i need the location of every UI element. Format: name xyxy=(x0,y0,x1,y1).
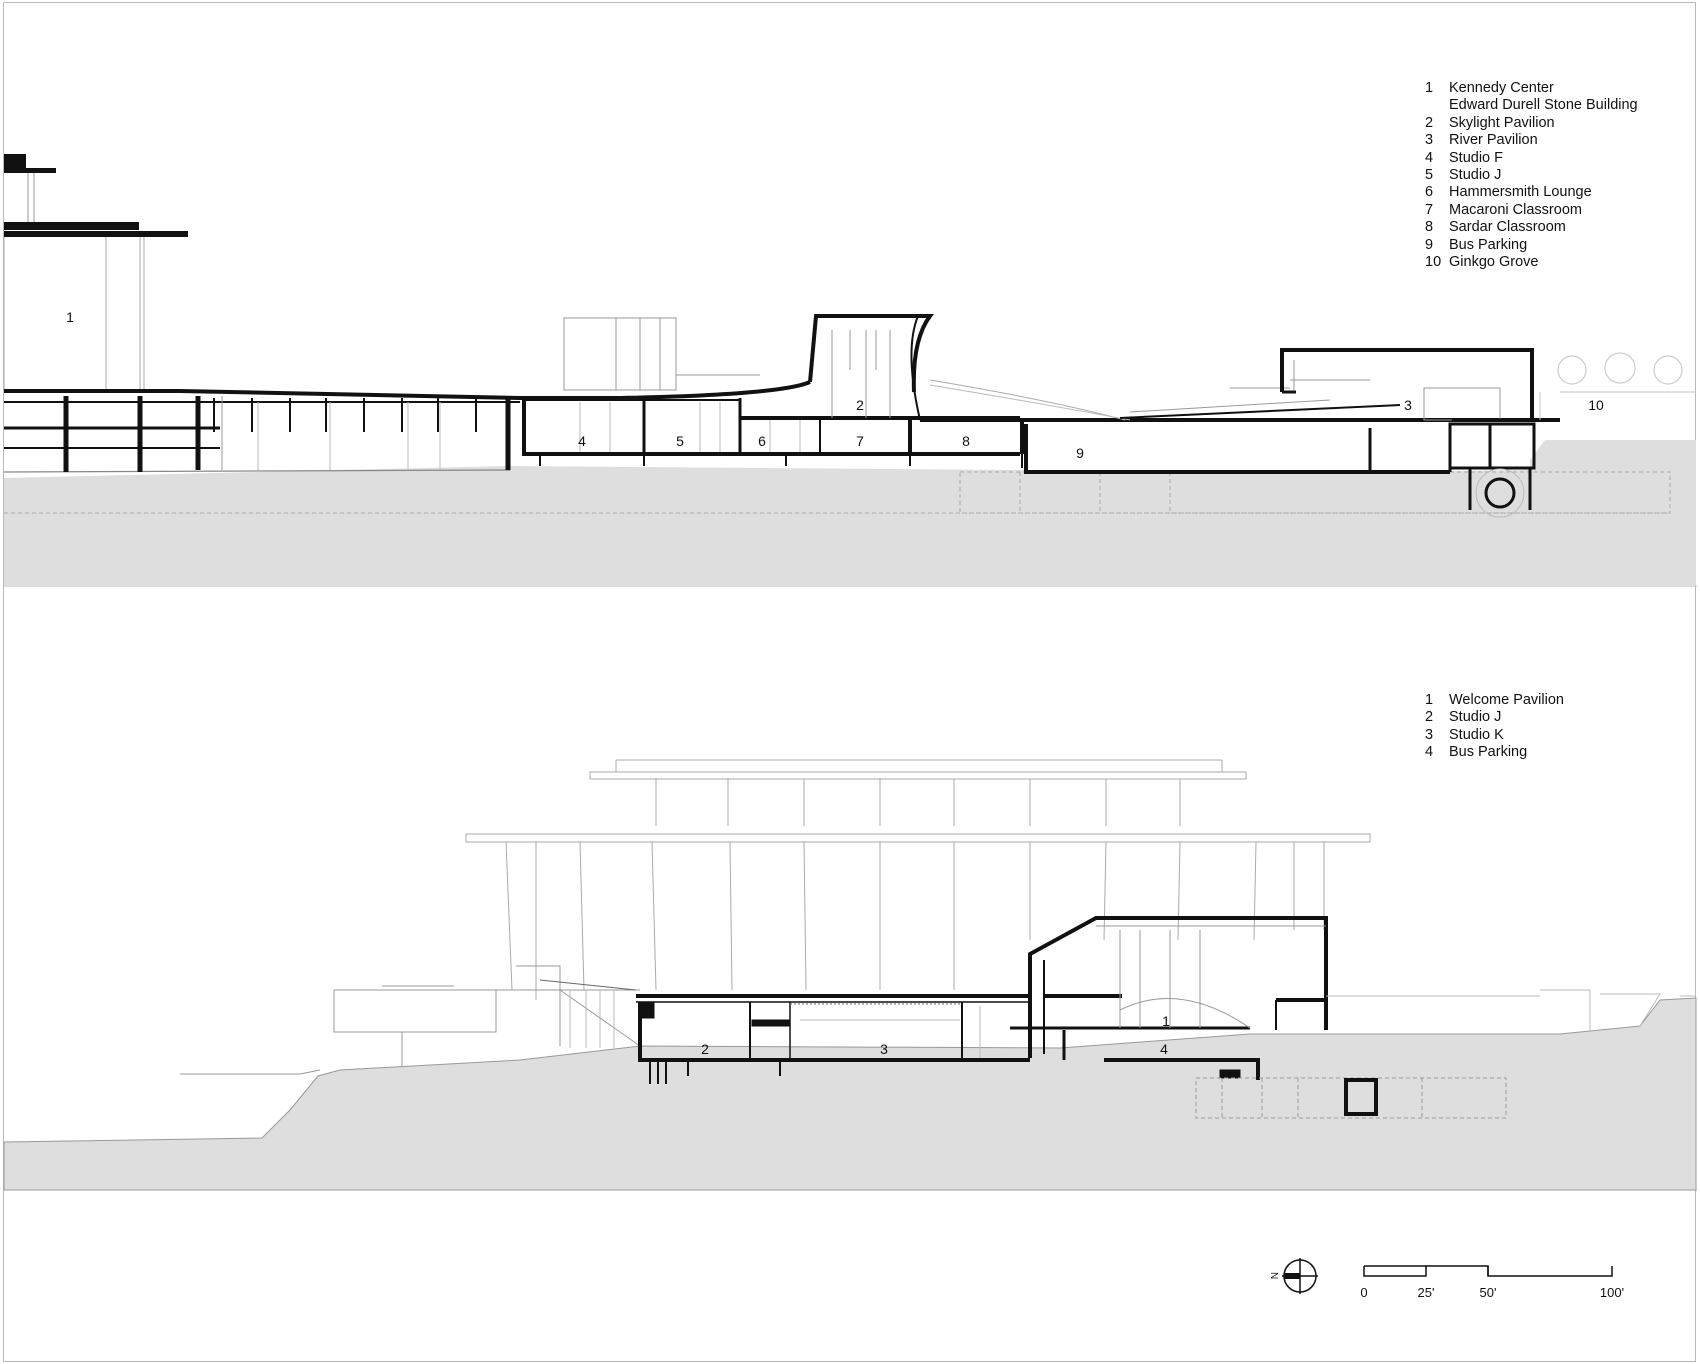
welcome-pavilion xyxy=(1010,916,1328,1080)
upper-tag-9: 9 xyxy=(1076,445,1084,461)
upper-ground-fill xyxy=(4,440,1696,585)
upper-tag-5: 5 xyxy=(676,433,684,449)
scale-tick-50: 50' xyxy=(1480,1285,1497,1300)
upper-tag-4: 4 xyxy=(578,433,586,449)
lower-ground-line xyxy=(180,1069,321,1075)
scale-bar-labels: 0 25' 50' 100' xyxy=(1360,1285,1624,1300)
lower-studios-block xyxy=(636,994,1030,1084)
scale-tick-0: 0 xyxy=(1360,1285,1367,1300)
upper-section-tags: 1 2 3 4 5 6 7 8 9 10 xyxy=(66,309,1604,461)
upper-tag-6: 6 xyxy=(758,433,766,449)
kennedy-center-elevation xyxy=(465,759,1371,1000)
upper-studios-block xyxy=(522,399,1024,468)
lower-tag-3: 3 xyxy=(880,1041,888,1057)
lower-ground-area xyxy=(3,997,1697,1191)
legend-item: Edward Durell Stone Building xyxy=(1449,97,1638,114)
upper-building-section: 1 2 3 4 5 6 7 8 9 10 xyxy=(3,154,1696,585)
upper-tag-10: 10 xyxy=(1588,397,1604,413)
skylight-pavilion xyxy=(738,314,934,421)
lower-section-tags: 1 2 3 4 xyxy=(701,1013,1170,1057)
upper-main-deck xyxy=(3,380,811,473)
upper-tag-1: 1 xyxy=(66,309,74,325)
upper-tag-8: 8 xyxy=(962,433,970,449)
lower-building-section: 1 2 3 4 xyxy=(3,759,1697,1191)
upper-roof-deck xyxy=(920,379,1560,422)
lower-utility-box xyxy=(1344,1078,1378,1116)
north-arrow-icon: N xyxy=(1270,1258,1318,1294)
lower-left-cantilever xyxy=(333,965,641,1066)
north-arrow-label: N xyxy=(1270,1272,1281,1279)
upper-tag-7: 7 xyxy=(856,433,864,449)
lower-tag-2: 2 xyxy=(701,1041,709,1057)
ginkgo-trees xyxy=(1539,352,1696,420)
lower-tag-1: 1 xyxy=(1162,1013,1170,1029)
scale-tick-25: 25' xyxy=(1418,1285,1435,1300)
river-pavilion xyxy=(1280,348,1536,518)
upper-background-volume xyxy=(563,317,760,391)
kennedy-center-building xyxy=(3,154,188,390)
scale-tick-100: 100' xyxy=(1600,1285,1624,1300)
lower-tag-4: 4 xyxy=(1160,1041,1168,1057)
upper-bus-parking xyxy=(1024,424,1452,474)
upper-tag-3: 3 xyxy=(1404,397,1412,413)
lower-right-landscape xyxy=(1326,989,1696,1030)
upper-tag-2: 2 xyxy=(856,397,864,413)
scale-bar xyxy=(1363,1265,1613,1277)
